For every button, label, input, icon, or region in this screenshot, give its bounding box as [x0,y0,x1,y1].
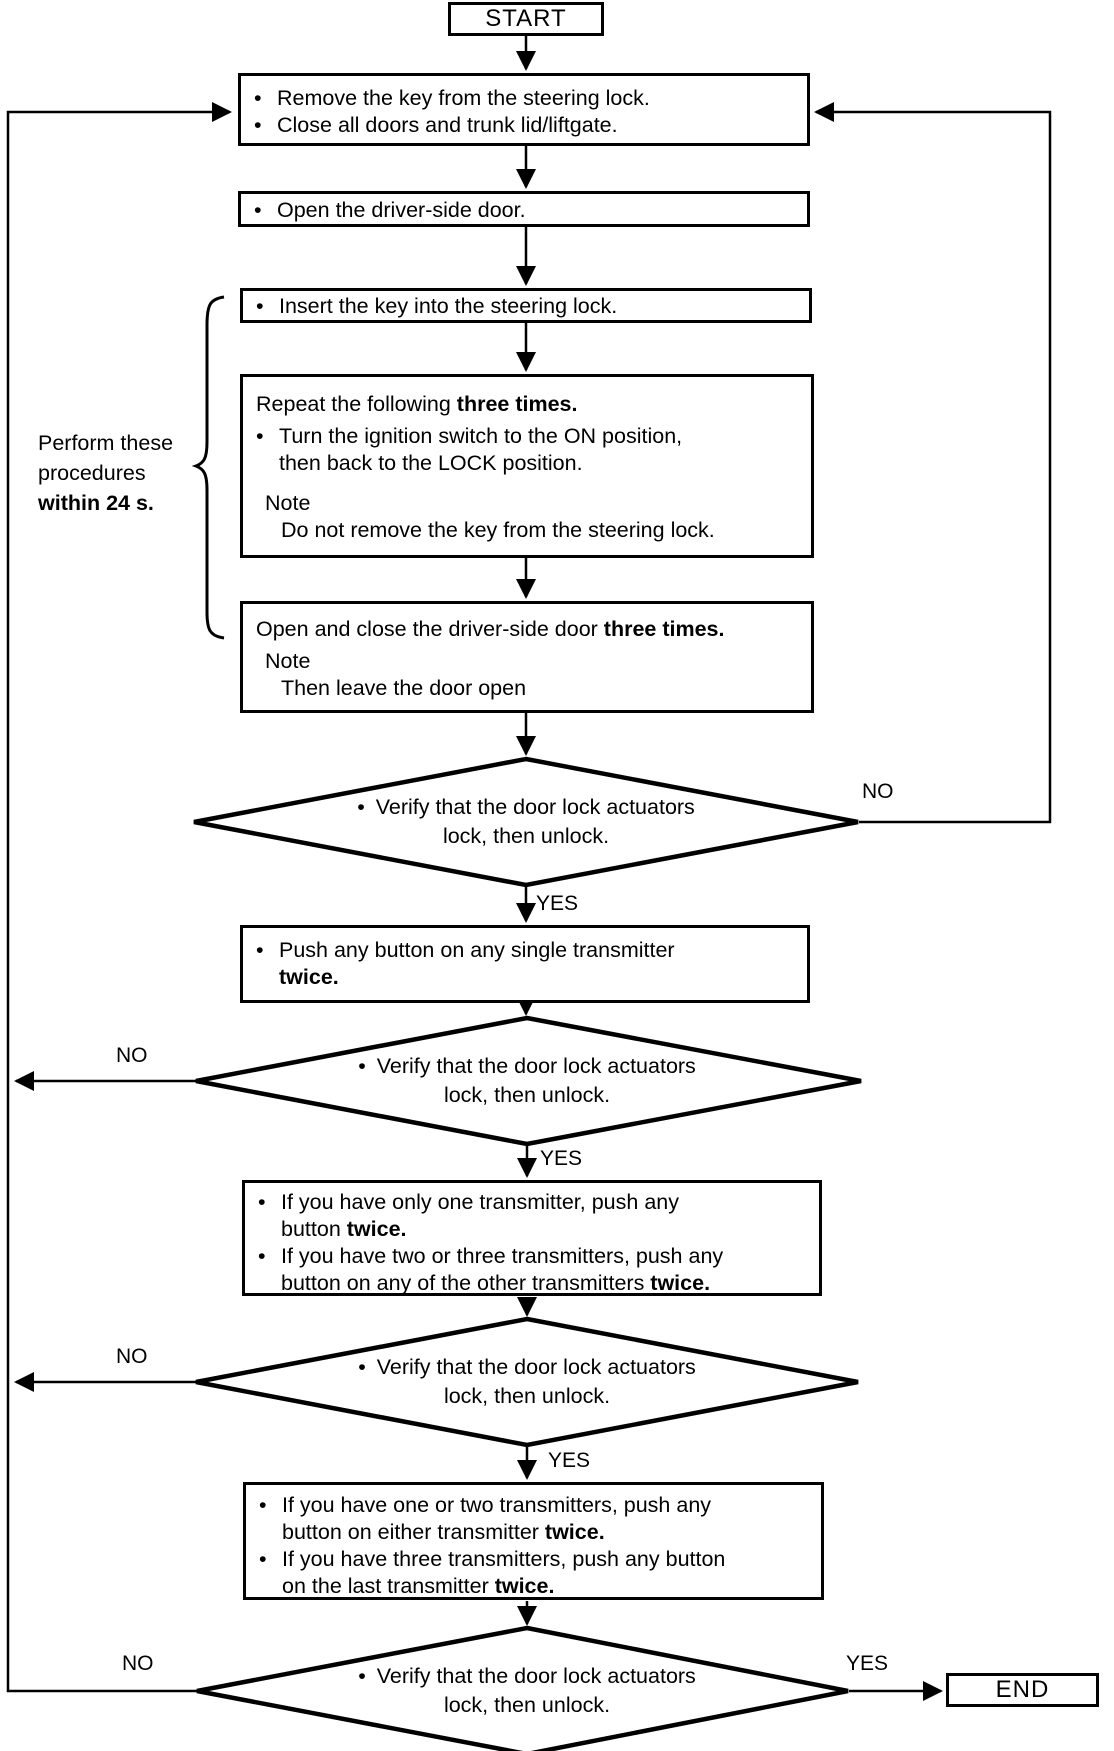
yes-label-3: YES [548,1449,591,1472]
yes-label-4: YES [846,1652,889,1675]
process-push-any-single-transmitter: •Push any button on any single transmitt… [240,925,810,1003]
connector-diamond1-no-loop-right [814,102,1052,824]
bullet-icon: • [254,198,262,222]
process-insert-key: •Insert the key into the steering lock. [240,288,812,323]
bullet-icon: • [256,424,264,448]
process-remove-key-close-doors: •Remove the key from the steering lock.•… [238,73,810,146]
decision-diamond-4 [196,1625,849,1751]
bullet-icon: • [357,795,365,819]
bullet-icon: • [259,1547,267,1571]
no-label-1: NO [862,780,894,803]
bullet-icon: • [258,1190,266,1214]
no-label-2: NO [116,1044,148,1067]
decision-diamond-2 [195,1015,862,1147]
no-label-4: NO [122,1652,154,1675]
process-repeat-ignition: Repeat the following three times.•Turn t… [240,374,814,558]
bullet-icon: • [256,294,264,318]
bullet-icon: • [258,1244,266,1268]
process-open-driver-door: •Open the driver-side door. [238,191,810,227]
bullet-icon: • [259,1493,267,1517]
process-push-other-transmitters: •If you have only one transmitter, push … [242,1180,822,1296]
yes-label-2: YES [540,1147,583,1170]
decision-diamond-3 [195,1316,859,1448]
bullet-icon: • [254,113,262,137]
bullet-icon: • [358,1054,366,1078]
connector-diamond4-no-loop-left [6,102,232,1693]
yes-label-1: YES [536,892,579,915]
decision-diamond-1 [193,756,859,888]
process-push-last-transmitter: •If you have one or two transmitters, pu… [243,1482,824,1600]
process-open-close-door-three-times: Open and close the driver-side door thre… [240,601,814,713]
no-label-3: NO [116,1345,148,1368]
brace-left [191,295,225,640]
bullet-icon: • [358,1664,366,1688]
end-node: END [946,1673,1099,1707]
start-node: START [448,2,604,36]
bullet-icon: • [254,86,262,110]
bullet-icon: • [358,1355,366,1379]
bullet-icon: • [256,938,264,962]
